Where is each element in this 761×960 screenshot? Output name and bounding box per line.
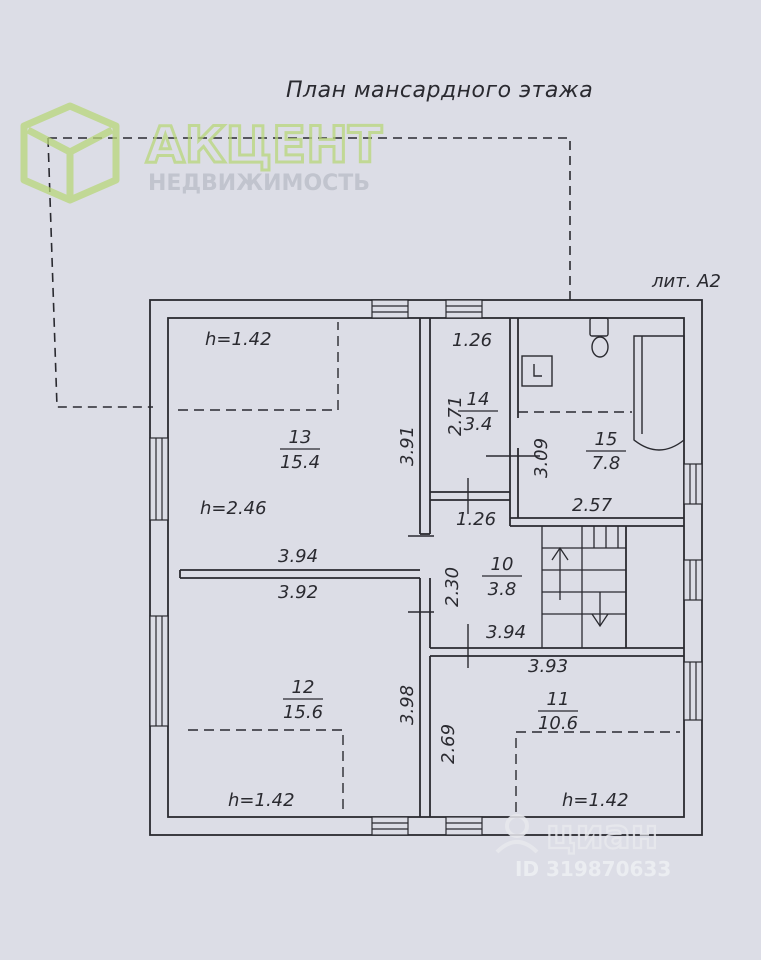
agency-logo-icon (20, 102, 120, 204)
dimension-label: 3.94 (278, 546, 318, 567)
room-10-number: 10 (491, 554, 514, 575)
agency-subtitle: НЕДВИЖИМОСТЬ (148, 171, 370, 196)
dimension-label: 3.91 (397, 426, 418, 466)
listing-id: ID 319870633 (515, 857, 671, 881)
windows (149, 299, 703, 836)
interior-walls (179, 318, 684, 817)
room-14-number: 14 (467, 389, 490, 410)
room-11-number: 11 (547, 689, 570, 710)
room-14-area: 3.4 (464, 414, 493, 435)
toilet-bowl (591, 336, 609, 358)
height-label: h=1.42 (562, 790, 629, 811)
dimension-label: 1.26 (452, 330, 492, 351)
dimension-label: 3.09 (531, 438, 552, 478)
bathtub (633, 335, 685, 451)
liter-label: лит. А2 (651, 271, 721, 292)
dimension-label: 1.26 (456, 509, 496, 530)
dimension-label: 2.30 (442, 567, 463, 607)
low-ceiling-zones (178, 322, 680, 812)
ceiling-heights: h=1.42 h=2.46 h=1.42 h=1.42 (200, 329, 629, 811)
agency-name: АКЦЕНТ (146, 116, 382, 174)
dimension-label: 2.71 (445, 396, 466, 436)
room-12-number: 12 (292, 677, 315, 698)
room-13-area: 15.4 (280, 452, 320, 473)
portal-logo-icon (495, 814, 539, 854)
dimension-labels: 1.26 2.71 3.91 3.09 2.57 1.26 3.94 2.30 … (278, 330, 613, 764)
agency-logo: АКЦЕНТ НЕДВИЖИМОСТЬ (20, 102, 384, 204)
room-15-area: 7.8 (592, 453, 621, 474)
outer-wall (149, 299, 703, 836)
room-13-number: 13 (289, 427, 312, 448)
dimension-label: 3.98 (397, 685, 418, 725)
sink (521, 355, 553, 387)
dimension-label: 2.69 (438, 724, 459, 764)
room-15-number: 15 (595, 429, 618, 450)
room-labels: 13 15.4 14 3.4 15 7.8 10 3.8 12 15.6 11 … (280, 389, 626, 734)
portal-name: циан (546, 812, 658, 858)
staircase (541, 526, 626, 648)
room-10-area: 3.8 (488, 579, 517, 600)
door-marks (408, 455, 540, 668)
dimension-label: 2.57 (572, 495, 613, 516)
portal-watermark: циан ID 319870633 (495, 811, 671, 881)
height-label: h=1.42 (205, 329, 272, 350)
height-label: h=1.42 (228, 790, 295, 811)
room-12-area: 15.6 (283, 702, 323, 723)
height-label: h=2.46 (200, 498, 267, 519)
room-11-area: 10.6 (538, 713, 578, 734)
lower-floor-outline (47, 137, 571, 408)
plan-title: План мансардного этажа (286, 78, 593, 103)
bathroom-fixtures (521, 317, 685, 451)
toilet-tank (589, 317, 609, 337)
dimension-label: 3.94 (486, 622, 526, 643)
dimension-label: 3.93 (528, 656, 568, 677)
dimension-label: 3.92 (278, 582, 318, 603)
